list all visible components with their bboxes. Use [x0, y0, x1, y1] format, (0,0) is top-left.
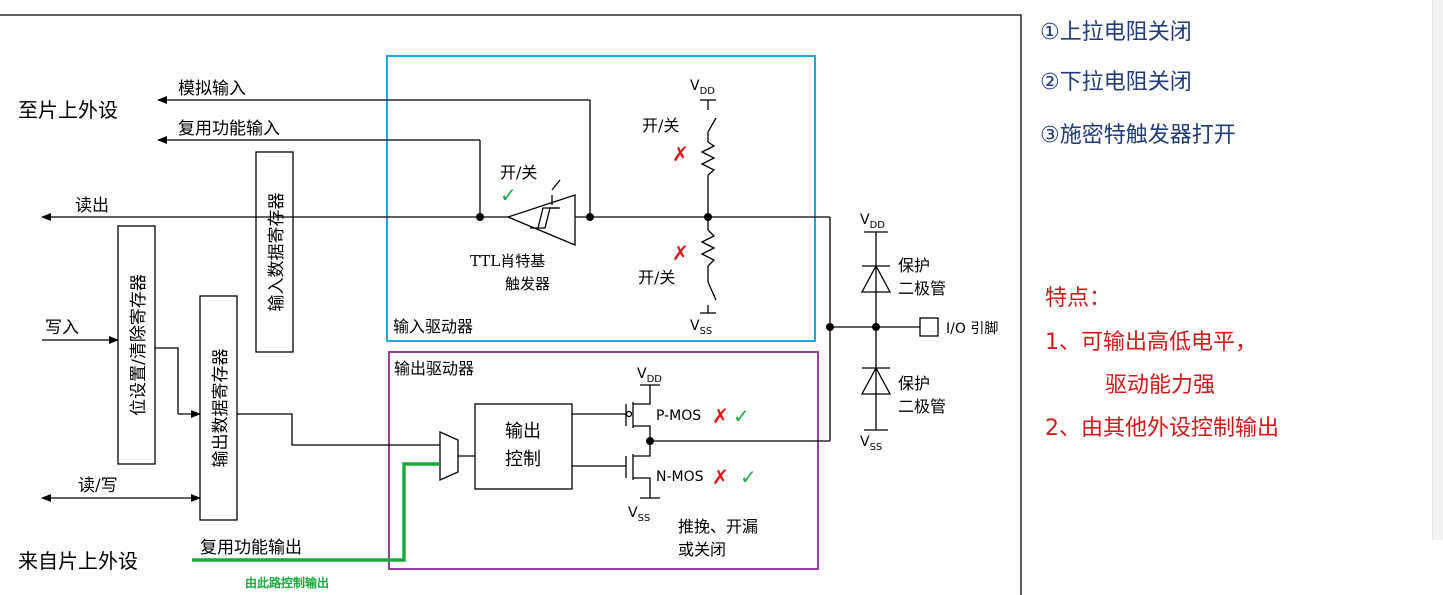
alt-func-input-label: 复用功能输入 — [178, 119, 280, 139]
pmos-label: P-MOS — [656, 408, 701, 424]
pulldown-switch-label: 开/关 — [638, 268, 675, 287]
mode-label-line1: 推挽、开漏 — [678, 517, 758, 536]
output-control-line1: 输出 — [505, 421, 541, 442]
upper-diode-label-line2: 二极管 — [898, 279, 946, 298]
outer-frame — [0, 14, 1022, 595]
nmos-cross-mark: ✗ — [712, 465, 729, 489]
output-driver-title: 输出驱动器 — [394, 359, 474, 378]
features-line-3: 2、由其他外设控制输出 — [1045, 416, 1279, 441]
gpio-push-pull-alt-output-diagram: 至片上外设 模拟输入 复用功能输入 读出 写入 读/写 来自片上外设 复用功能输… — [0, 14, 1022, 595]
features-line-2: 驱动能力强 — [1105, 373, 1216, 398]
note-item-3: ③施密特触发器打开 — [1040, 123, 1236, 148]
output-driver-box — [388, 351, 819, 570]
nmos-check-mark: ✓ — [740, 465, 757, 489]
vss-label-pulldown: VSS — [690, 318, 712, 337]
schmitt-check-mark: ✓ — [500, 183, 517, 207]
alt-func-output-label: 复用功能输出 — [200, 538, 302, 558]
pmos-cross-mark: ✗ — [712, 404, 729, 428]
output-mux — [439, 430, 459, 482]
output-control-line2: 控制 — [505, 449, 541, 470]
to-peripheral-label: 至片上外设 — [18, 98, 118, 122]
lower-diode-label-line2: 二极管 — [898, 397, 946, 416]
read-out-label: 读出 — [75, 196, 109, 216]
input-driver-title: 输入驱动器 — [393, 317, 473, 336]
output-data-register-label: 输出数据寄存器 — [211, 349, 231, 468]
input-driver-box — [386, 55, 816, 342]
schmitt-label-line2: 触发器 — [505, 275, 550, 293]
output-data-register-box — [199, 295, 238, 521]
vss-label-nmos: VSS — [628, 505, 650, 524]
output-control-box — [474, 403, 573, 490]
pulldown-resistor — [700, 229, 716, 267]
input-data-register-box — [255, 151, 294, 353]
pullup-switch-label: 开/关 — [642, 116, 679, 135]
vdd-label-diode: VDD — [860, 212, 885, 231]
lower-diode-label-line1: 保护 — [898, 374, 930, 393]
vdd-label-pmos: VDD — [637, 366, 662, 385]
features-line-1: 1、可输出高低电平， — [1045, 330, 1257, 355]
schmitt-label-line1: TTL肖特基 — [470, 252, 545, 270]
vertical-scrollbar[interactable] — [1432, 0, 1443, 540]
upper-protection-diode — [860, 264, 892, 293]
vss-label-diode: VSS — [860, 434, 882, 453]
pulldown-cross-mark: ✗ — [672, 241, 689, 265]
nmos-label: N-MOS — [656, 469, 704, 485]
mode-label-line2: 或关闭 — [678, 540, 726, 559]
pmos-check-mark: ✓ — [733, 404, 750, 428]
note-item-2: ②下拉电阻关闭 — [1040, 70, 1192, 95]
schmitt-trigger — [506, 194, 576, 246]
io-pin-box — [919, 317, 939, 337]
bit-set-reset-register-label: 位设置/清除寄存器 — [129, 274, 149, 416]
vdd-label-pullup: VDD — [690, 78, 715, 97]
write-in-label: 写入 — [45, 318, 79, 338]
pullup-resistor — [700, 141, 716, 176]
note-item-1: ①上拉电阻关闭 — [1040, 20, 1192, 45]
analog-input-label: 模拟输入 — [178, 79, 246, 99]
read-write-label: 读/写 — [78, 476, 118, 496]
schmitt-switch-label: 开/关 — [500, 163, 537, 182]
features-title: 特点： — [1045, 286, 1112, 311]
bit-set-reset-register-box — [117, 225, 156, 465]
upper-diode-label-line1: 保护 — [898, 256, 930, 275]
input-data-register-label: 输入数据寄存器 — [267, 193, 287, 312]
green-control-path — [192, 462, 440, 562]
green-note-label: 由此路控制输出 — [245, 575, 329, 590]
io-pin-label: I/O 引脚 — [946, 321, 998, 337]
from-peripheral-label: 来自片上外设 — [18, 549, 138, 573]
pullup-cross-mark: ✗ — [672, 142, 689, 166]
lower-protection-diode — [860, 366, 892, 395]
